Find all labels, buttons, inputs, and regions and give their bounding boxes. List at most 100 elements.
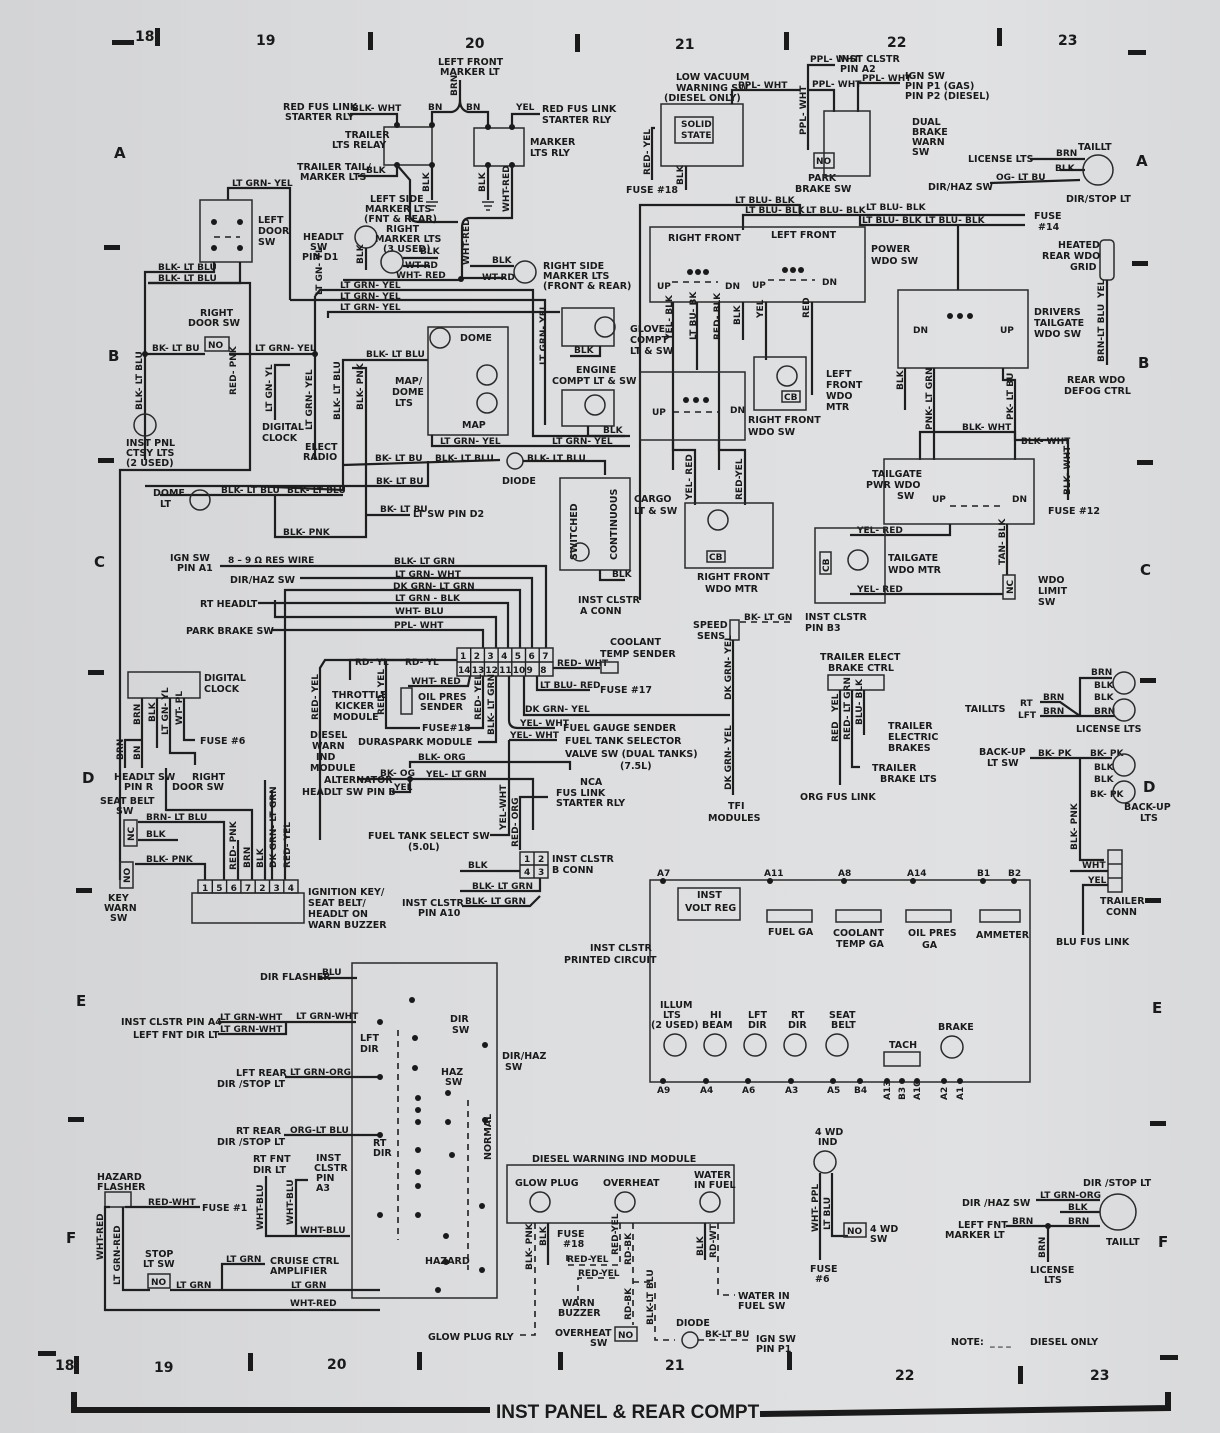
junction-dot: [412, 1035, 418, 1041]
grid-tick: [1128, 50, 1146, 55]
grid-tick: [997, 28, 1002, 46]
svg-text:DOOR SW: DOOR SW: [188, 318, 241, 329]
svg-text:LT BLU- BLK: LT BLU- BLK: [806, 206, 867, 216]
footer-title: INST PANEL & REAR COMPT: [496, 1402, 760, 1423]
svg-text:STOP: STOP: [145, 1249, 173, 1260]
svg-text:WHT- PPL: WHT- PPL: [811, 1184, 821, 1232]
svg-text:LT GRN- YEL: LT GRN- YEL: [539, 304, 549, 365]
svg-text:DK GRN- YEL: DK GRN- YEL: [724, 725, 734, 790]
svg-text:TRAILER: TRAILER: [888, 721, 933, 732]
svg-text:A3: A3: [316, 1183, 330, 1194]
svg-text:RIGHT FRONT: RIGHT FRONT: [748, 415, 821, 426]
svg-text:FUEL SW: FUEL SW: [738, 1301, 786, 1312]
svg-text:WHT- BLU: WHT- BLU: [395, 607, 444, 617]
junction-dot: [415, 1183, 421, 1189]
svg-text:YEL- RED: YEL- RED: [685, 454, 695, 501]
svg-text:YEL- WHT: YEL- WHT: [509, 731, 560, 741]
svg-text:RED-YEL: RED-YEL: [735, 458, 745, 500]
svg-text:1: 1: [524, 855, 530, 865]
svg-text:BLK- PNK: BLK- PNK: [356, 362, 366, 410]
svg-text:SW: SW: [110, 913, 128, 924]
motor-icon: [776, 365, 798, 387]
svg-text:LFT: LFT: [1018, 711, 1037, 721]
pin-label: 11: [499, 666, 512, 676]
svg-text:YEL: YEL: [756, 299, 766, 319]
svg-text:BLK: BLK: [468, 861, 489, 871]
col-label-top: 21: [675, 37, 694, 53]
svg-text:TRAILER: TRAILER: [872, 763, 917, 774]
svg-text:GLOW PLUG RLY: GLOW PLUG RLY: [428, 1332, 514, 1343]
right-door-switch: RIGHT DOOR SW NO BK- LT BU LT GRN- YEL B…: [126, 308, 338, 469]
lt-grn-yel-bus: LT GRN- YEL LT GRN- YEL LT GRN- YEL LT G…: [290, 247, 630, 460]
svg-text:DN: DN: [913, 326, 928, 336]
svg-text:INST CLSTR: INST CLSTR: [805, 612, 867, 623]
left-door-switch: LT GRN- YEL LEFT DOOR SW BLK- LT BLU BLK…: [118, 179, 293, 880]
svg-text:BN: BN: [466, 103, 480, 113]
svg-text:BK- OG: BK- OG: [380, 769, 415, 779]
svg-text:DIR: DIR: [360, 1044, 379, 1055]
svg-text:STARTER RLY: STARTER RLY: [285, 112, 354, 123]
bulb-icon: [783, 1033, 807, 1057]
svg-text:CARGO: CARGO: [634, 494, 672, 505]
svg-text:BUZZER: BUZZER: [558, 1308, 601, 1319]
grid-tick: [248, 1353, 253, 1371]
svg-text:FUEL GAUGE SENDER: FUEL GAUGE SENDER: [563, 723, 677, 734]
svg-text:RED-YEL: RED-YEL: [578, 1269, 620, 1279]
motor-icon: [847, 549, 869, 571]
row-label-left: C: [94, 553, 105, 571]
warn-buzzer-section: DIGITAL CLOCK BRN BLK LT GN- YL WT- PL F…: [100, 671, 387, 931]
svg-text:WARNING SW: WARNING SW: [676, 83, 749, 94]
heated-rear-window: HEATED REAR WDO GRID YEL BRN-LT BLU REAR…: [1042, 239, 1131, 397]
svg-text:LT GRN-WHT: LT GRN-WHT: [296, 1012, 359, 1022]
grid-tick: [112, 40, 134, 45]
bulb-icon: [940, 1035, 964, 1059]
pin-label: B2: [1008, 869, 1021, 879]
svg-text:PWR WDO: PWR WDO: [866, 480, 921, 491]
grid-tick: [787, 1352, 792, 1370]
svg-text:YEL- RED: YEL- RED: [856, 585, 903, 595]
diode-icon: [506, 452, 524, 470]
svg-text:BRAKE SW: BRAKE SW: [795, 184, 852, 195]
junction-dot: [377, 1074, 383, 1080]
svg-text:TAILGATE: TAILGATE: [872, 469, 922, 480]
svg-text:BLK- WHT: BLK- WHT: [352, 104, 402, 114]
svg-text:4 WD: 4 WD: [870, 1224, 898, 1235]
svg-text:FUS LINK: FUS LINK: [556, 788, 606, 799]
grid-tick: [68, 1117, 84, 1122]
col-label-bottom: 21: [665, 1358, 684, 1374]
pin-label: A1: [956, 1087, 966, 1100]
svg-text:DIESEL ONLY: DIESEL ONLY: [1030, 1337, 1098, 1348]
svg-text:WHT: WHT: [1082, 861, 1106, 871]
svg-text:HAZ: HAZ: [441, 1067, 463, 1078]
svg-text:INST PNL: INST PNL: [126, 438, 175, 449]
svg-text:FUSE: FUSE: [1034, 211, 1062, 222]
pin-label: A10: [913, 1081, 923, 1101]
junction-dot: [482, 1117, 488, 1123]
svg-text:TACH: TACH: [889, 1040, 917, 1051]
grid-tick: [1150, 1121, 1166, 1126]
svg-text:LT GRN- YEL: LT GRN- YEL: [305, 369, 315, 430]
svg-text:WHT-BLU: WHT-BLU: [300, 1226, 346, 1236]
svg-text:BRN: BRN: [1068, 1217, 1089, 1227]
pin-label: 7: [245, 884, 251, 894]
bulb-icon: [529, 1191, 551, 1213]
svg-text:INST CLSTR: INST CLSTR: [578, 595, 640, 606]
svg-text:WATER IN: WATER IN: [738, 1291, 790, 1302]
svg-text:RED- YEL: RED- YEL: [377, 669, 387, 715]
svg-text:(2 USED): (2 USED): [126, 458, 174, 469]
svg-text:BLK- LT BLU: BLK- LT BLU: [158, 274, 217, 284]
svg-text:BLK- PNK: BLK- PNK: [146, 855, 194, 865]
bulb-icon: [476, 364, 498, 386]
svg-text:SEAT BELT/: SEAT BELT/: [308, 898, 366, 909]
svg-text:BLK: BLK: [492, 256, 513, 266]
row-label-right: B: [1138, 354, 1149, 372]
svg-text:BLK- LT BLU: BLK- LT BLU: [135, 351, 145, 410]
svg-text:AMMETER: AMMETER: [976, 930, 1030, 941]
grid-tick: [1160, 1355, 1178, 1360]
svg-text:LT GRN-WHT: LT GRN-WHT: [220, 1013, 283, 1023]
svg-text:BLK: BLK: [896, 369, 906, 390]
svg-text:RED: RED: [802, 297, 812, 318]
svg-text:KICKER: KICKER: [335, 701, 375, 712]
svg-text:BLK: BLK: [603, 426, 624, 436]
